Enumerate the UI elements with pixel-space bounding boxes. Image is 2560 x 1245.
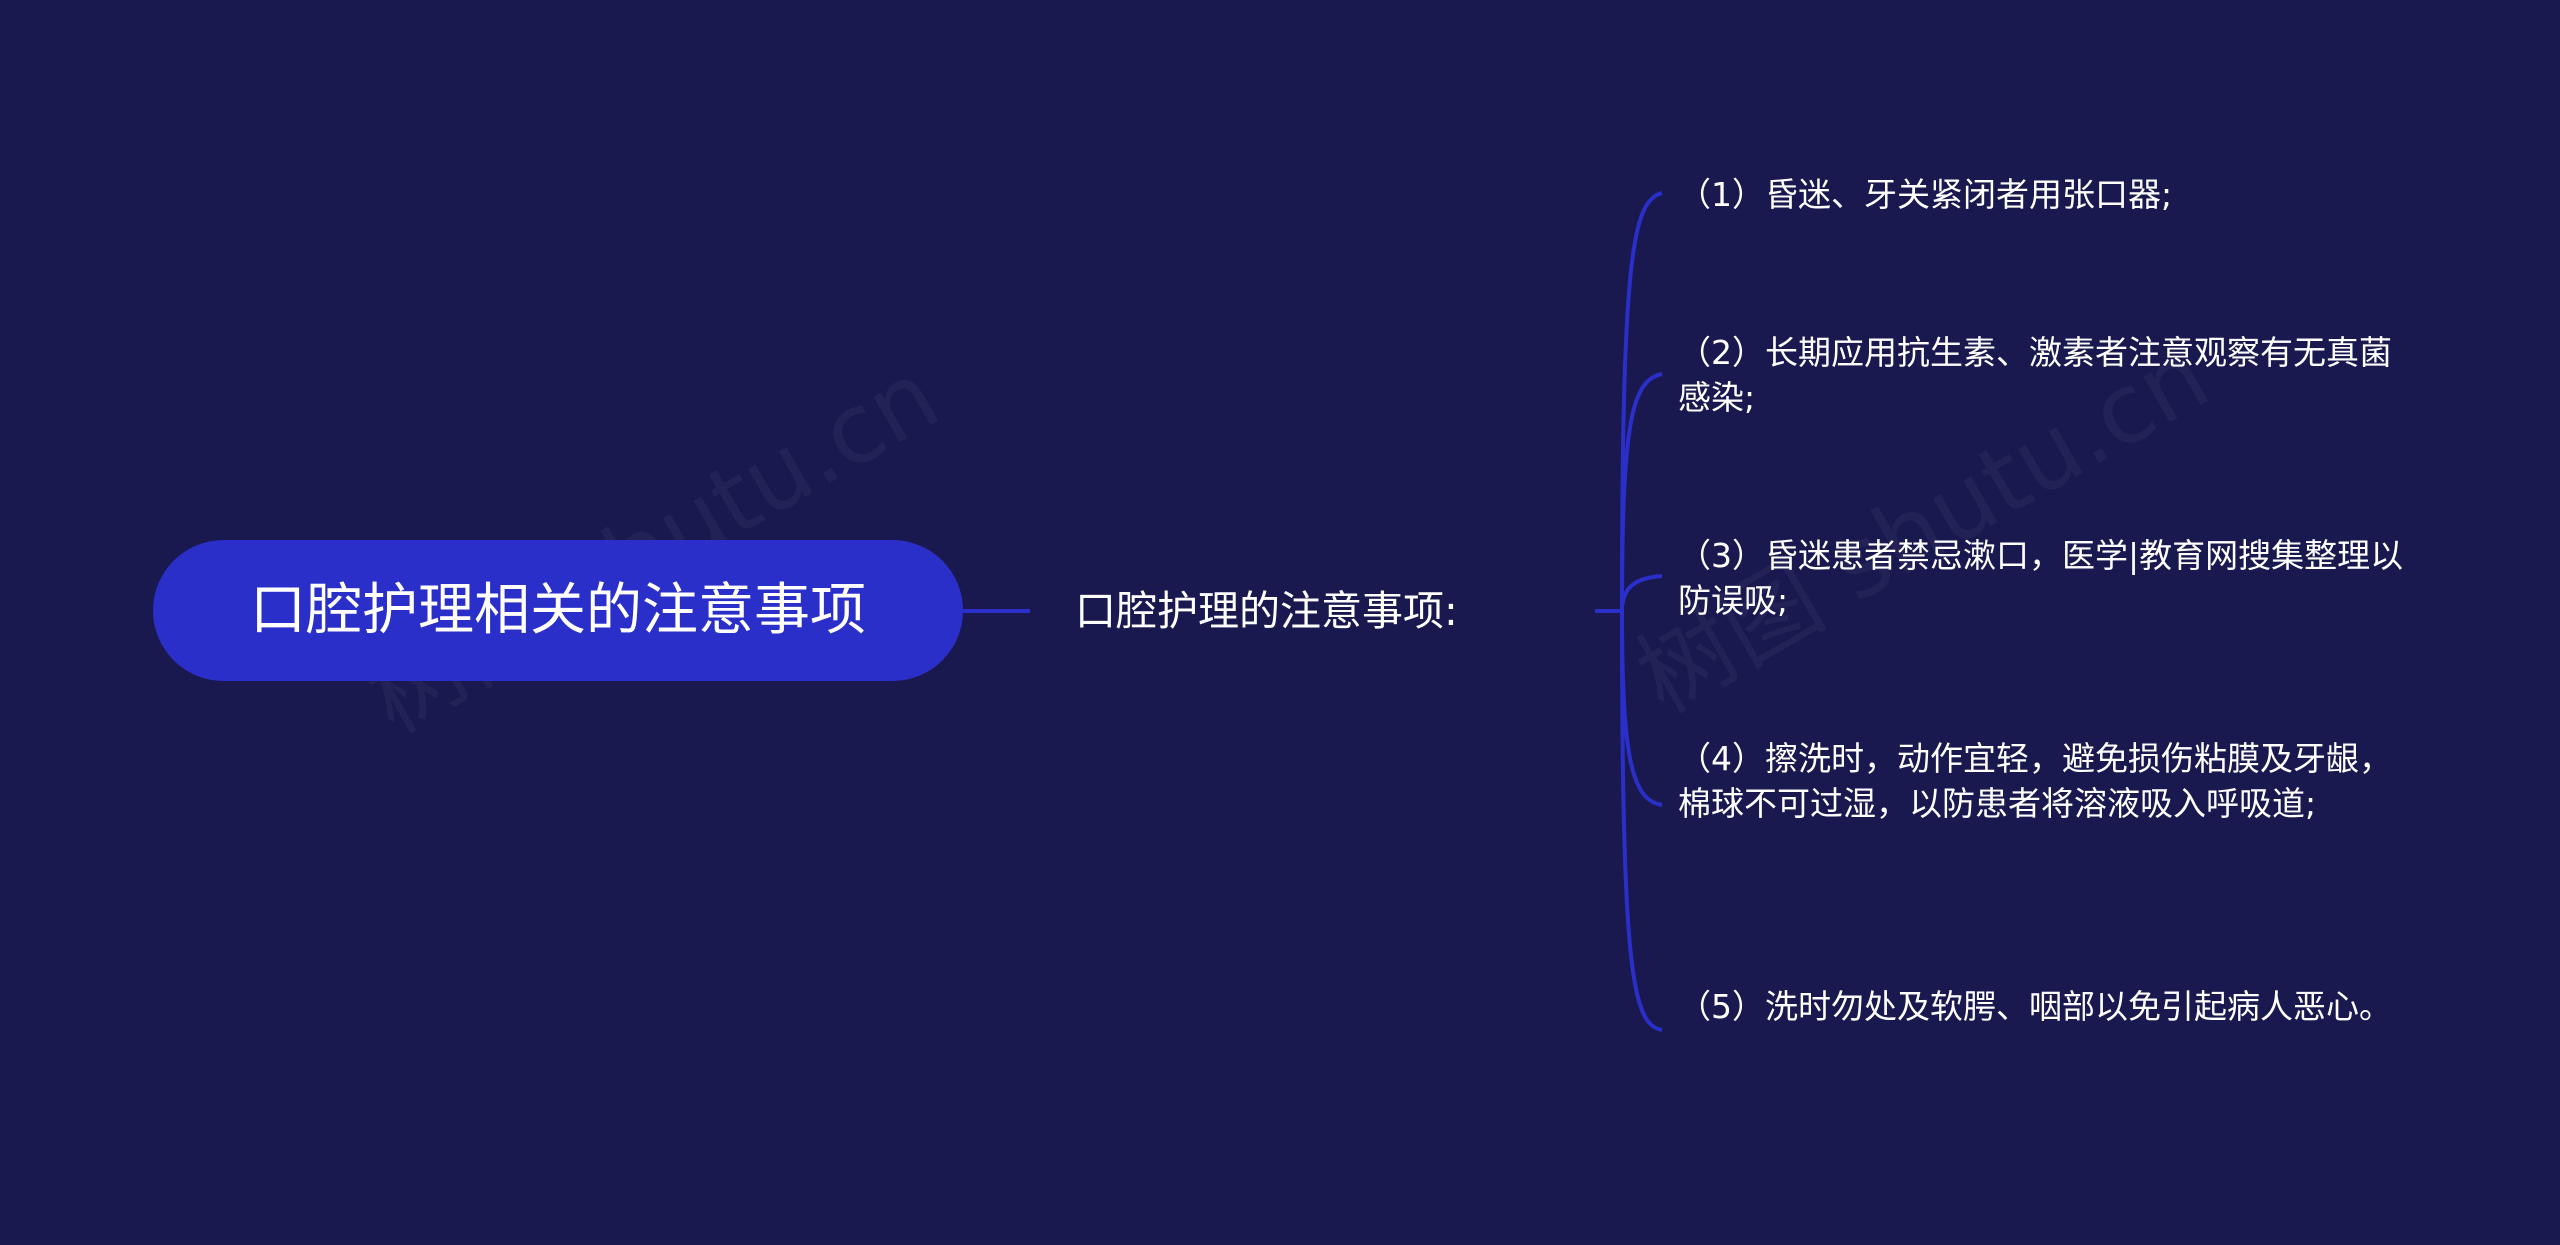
fork-connector-2 [1620, 372, 1663, 612]
fork-connector-4 [1620, 610, 1663, 807]
branch-topic[interactable]: 口腔护理的注意事项: [1075, 587, 1458, 635]
leaf-topic-1[interactable]: （1）昏迷、牙关紧闭者用张口器; [1678, 175, 2173, 214]
fork-connector-1 [1620, 191, 1663, 612]
leaf-topic-3[interactable]: （3）昏迷患者禁忌漱口，医学|教育网搜集整理以防误吸; [1678, 536, 2404, 620]
root-topic[interactable]: 口腔护理相关的注意事项 [153, 540, 963, 681]
fork-connector-3 [1620, 574, 1663, 612]
leaf-topic-5[interactable]: （5）洗时勿处及软腭、咽部以免引起病人恶心。 [1678, 987, 2392, 1026]
leaf-topic-4[interactable]: （4）擦洗时，动作宜轻，避免损伤粘膜及牙龈，棉球不可过湿，以防患者将溶液吸入呼吸… [1678, 739, 2392, 823]
fork-connector-5 [1620, 610, 1663, 1032]
leaf-topic-2[interactable]: （2）长期应用抗生素、激素者注意观察有无真菌感染; [1678, 333, 2392, 417]
